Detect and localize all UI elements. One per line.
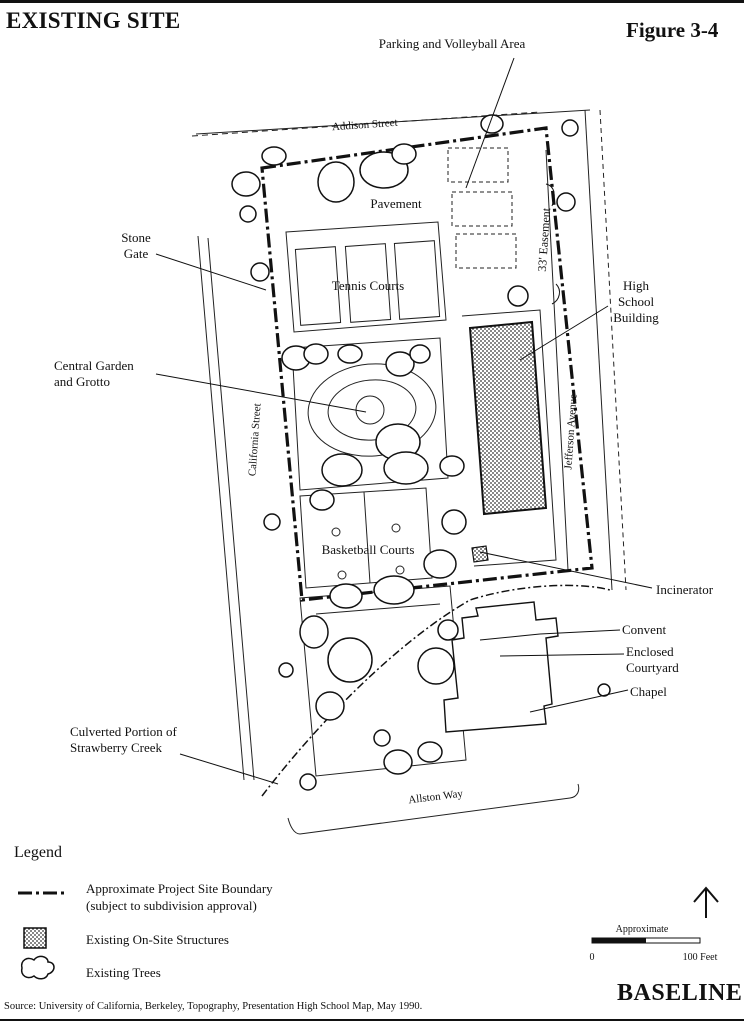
street-addison: Addison Street [332, 117, 398, 134]
label-stone-gate-line1: Stone [121, 230, 151, 245]
page-title: EXISTING SITE [6, 8, 181, 33]
label-easement: 33' Easement [535, 207, 553, 272]
scale-label: Approximate [616, 924, 669, 935]
street-allston: Allston Way [408, 788, 464, 807]
project-boundary [260, 126, 594, 602]
label-high-school-line2: School [618, 294, 655, 309]
label-creek-line1: Culverted Portion of [70, 724, 178, 739]
source-note: Source: University of California, Berkel… [4, 1001, 423, 1012]
street-california: California Street [246, 403, 263, 477]
legend-trees-label: Existing Trees [86, 965, 161, 980]
label-pavement: Pavement [370, 196, 422, 211]
street-lines [191, 109, 627, 835]
label-convent: Convent [622, 622, 666, 637]
baseline-logo: BASELINE [617, 980, 743, 1006]
legend-boundary-label: Approximate Project Site Boundary (subje… [86, 880, 273, 914]
scale-start: 0 [590, 952, 595, 963]
bottom-rule [0, 1019, 744, 1021]
legend-boundary-line1: Approximate Project Site Boundary [86, 881, 273, 896]
legend-boundary-line2: (subject to subdivision approval) [86, 898, 257, 913]
label-high-school-line1: High [623, 278, 650, 293]
label-basketball-courts: Basketball Courts [322, 542, 415, 557]
legend-title: Legend [14, 844, 62, 861]
easement-arrow-top [545, 183, 555, 207]
scale-bar [591, 937, 701, 944]
convent-chapel-complex [443, 601, 559, 733]
easement-arrow-bottom [551, 283, 560, 305]
legend-tree-symbol [20, 955, 55, 980]
figure-number: Figure 3-4 [626, 18, 719, 42]
legend-structures-label: Existing On-Site Structures [86, 932, 229, 947]
label-high-school-line3: Building [613, 310, 659, 325]
north-arrow-icon [693, 886, 719, 918]
top-rule [0, 0, 744, 3]
creek-culvert-line [261, 584, 611, 797]
label-creek-line2: Strawberry Creek [70, 740, 163, 755]
label-chapel: Chapel [630, 684, 667, 699]
incinerator-structure [471, 545, 489, 563]
street-jefferson: Jefferson Avenue [562, 394, 579, 470]
existing-trees [231, 114, 611, 791]
label-garden-line1: Central Garden [54, 358, 134, 373]
legend-structure-symbol [23, 927, 47, 949]
leader-lines [155, 57, 653, 785]
label-parking-volleyball: Parking and Volleyball Area [379, 36, 526, 51]
site-features [285, 147, 557, 777]
label-courtyard-line1: Enclosed [626, 644, 674, 659]
label-stone-gate-line2: Gate [124, 246, 149, 261]
label-tennis-courts: Tennis Courts [332, 278, 404, 293]
high-school-building [468, 320, 548, 516]
on-site-structures [443, 320, 559, 733]
label-garden-line2: and Grotto [54, 374, 110, 389]
scale-end: 100 Feet [683, 952, 718, 963]
label-courtyard-line2: Courtyard [626, 660, 679, 675]
label-incinerator: Incinerator [656, 582, 714, 597]
